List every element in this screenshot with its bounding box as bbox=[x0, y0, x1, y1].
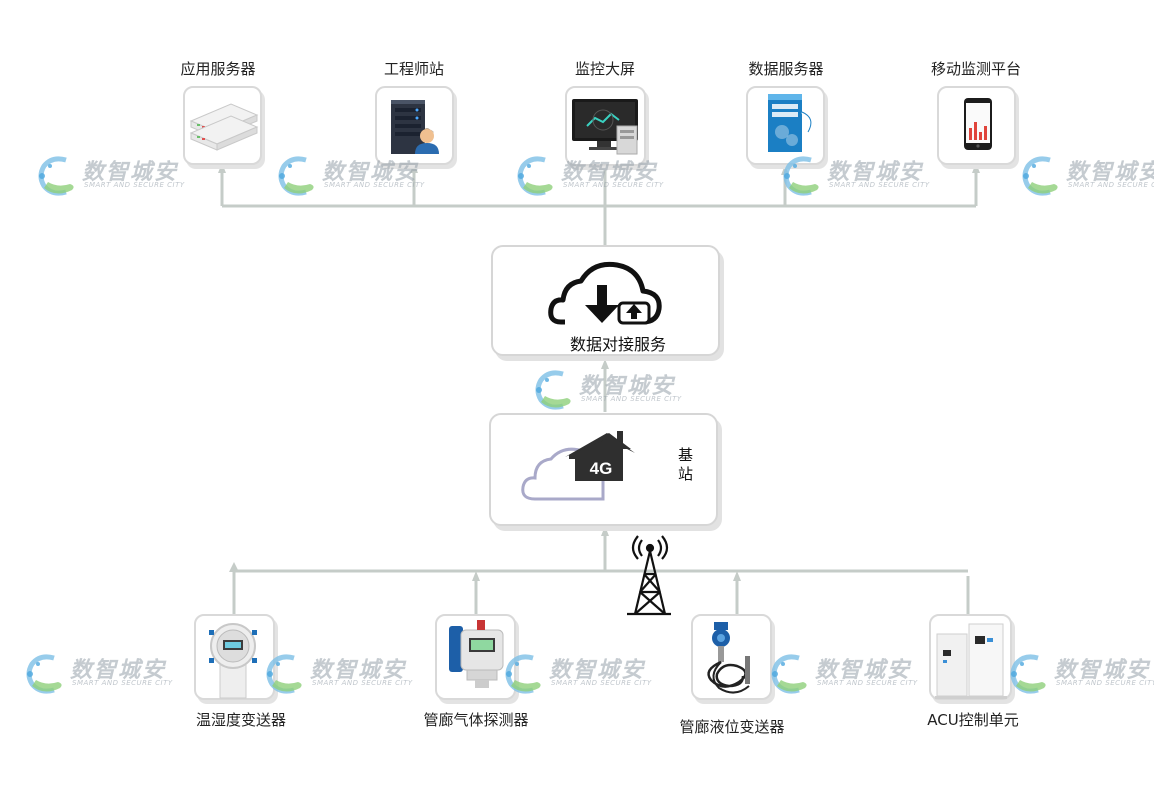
watermark-logo: 数智城安 SMART AND SECURE CITY bbox=[1020, 150, 1154, 200]
service-hub-label: 数据对接服务 bbox=[570, 335, 667, 354]
watermark-logo-icon bbox=[26, 654, 62, 694]
watermark-logo-icon bbox=[1010, 654, 1046, 694]
watermark-subtitle: SMART AND SECURE CITY bbox=[563, 181, 664, 189]
data-server-icon bbox=[768, 94, 813, 152]
watermark-subtitle: SMART AND SECURE CITY bbox=[829, 181, 930, 189]
watermark-logo-icon bbox=[783, 156, 819, 196]
watermark-title: 数智城安 bbox=[310, 658, 407, 683]
watermark-title: 数智城安 bbox=[82, 160, 179, 185]
watermark-title: 数智城安 bbox=[579, 374, 676, 399]
signal-tower-icon bbox=[627, 535, 671, 616]
watermark-logo: 数智城安 SMART AND SECURE CITY bbox=[781, 150, 929, 200]
watermark-title: 数智城安 bbox=[1054, 658, 1151, 683]
watermark-logo: 数智城安 SMART AND SECURE CITY bbox=[264, 648, 412, 698]
liquid-level-label: 管廊液位变送器 bbox=[679, 718, 785, 736]
watermark-subtitle: SMART AND SECURE CITY bbox=[312, 679, 413, 687]
workstation-user-icon bbox=[391, 100, 439, 154]
watermark-logo: 数智城安 SMART AND SECURE CITY bbox=[515, 150, 663, 200]
watermark-title: 数智城安 bbox=[70, 658, 167, 683]
base-station-label-1: 基 bbox=[678, 446, 694, 464]
app-server-label: 应用服务器 bbox=[180, 60, 256, 78]
mobile-platform-label: 移动监测平台 bbox=[930, 60, 1022, 78]
engineer-station-card[interactable] bbox=[375, 86, 454, 165]
watermark-logo: 数智城安 SMART AND SECURE CITY bbox=[769, 648, 917, 698]
watermark-subtitle: SMART AND SECURE CITY bbox=[581, 395, 682, 403]
watermark-logo-icon bbox=[517, 156, 553, 196]
watermark-logo-icon bbox=[266, 654, 302, 694]
watermark-logo-icon bbox=[505, 654, 541, 694]
monitor-screen-label: 监控大屏 bbox=[574, 60, 636, 78]
watermark-logo: 数智城安 SMART AND SECURE CITY bbox=[1008, 648, 1154, 698]
cloud-sync-icon bbox=[548, 261, 662, 325]
mobile-platform-card[interactable] bbox=[937, 86, 1016, 165]
cloud-house-4g-icon: 4G bbox=[521, 431, 635, 501]
watermark-logo: 数智城安 SMART AND SECURE CITY bbox=[503, 648, 651, 698]
gas-detector-icon bbox=[449, 620, 504, 688]
watermark-subtitle: SMART AND SECURE CITY bbox=[84, 181, 185, 189]
4g-badge: 4G bbox=[590, 459, 613, 478]
temp-humidity-card[interactable] bbox=[194, 614, 275, 700]
watermark-logo-icon bbox=[38, 156, 74, 196]
gas-detector-label: 管廊气体探测器 bbox=[423, 711, 529, 729]
temp-humidity-transmitter-icon bbox=[209, 623, 257, 699]
watermark-logo: 数智城安 SMART AND SECURE CITY bbox=[24, 648, 172, 698]
watermark-logo-icon bbox=[278, 156, 314, 196]
data-server-label: 数据服务器 bbox=[748, 60, 824, 78]
watermark-title: 数智城安 bbox=[561, 160, 658, 185]
watermark-title: 数智城安 bbox=[827, 160, 924, 185]
monitor-screen-icon bbox=[572, 99, 638, 155]
server-rack-icon bbox=[189, 103, 259, 151]
gas-detector-card[interactable] bbox=[435, 614, 516, 700]
base-station-label-2: 站 bbox=[678, 465, 694, 483]
watermark-subtitle: SMART AND SECURE CITY bbox=[817, 679, 918, 687]
data-server-card[interactable] bbox=[746, 86, 825, 165]
watermark-subtitle: SMART AND SECURE CITY bbox=[1056, 679, 1154, 687]
monitor-screen-card[interactable] bbox=[565, 86, 646, 166]
acu-unit-label: ACU控制单元 bbox=[927, 711, 1019, 729]
watermark-logo-icon bbox=[1022, 156, 1058, 196]
watermark-logo: 数智城安 SMART AND SECURE CITY bbox=[276, 150, 424, 200]
network-4g-hub[interactable]: 4G 基 站 bbox=[489, 413, 718, 616]
watermark-logo-icon bbox=[771, 654, 807, 694]
watermark-title: 数智城安 bbox=[1066, 160, 1154, 185]
control-cabinet-icon bbox=[935, 623, 1007, 699]
mobile-phone-chart-icon bbox=[964, 98, 992, 150]
temp-humidity-label: 温湿度变送器 bbox=[195, 711, 287, 729]
watermark-title: 数智城安 bbox=[815, 658, 912, 683]
liquid-level-transmitter-icon bbox=[707, 622, 750, 694]
engineer-station-label: 工程师站 bbox=[383, 60, 445, 78]
watermark-subtitle: SMART AND SECURE CITY bbox=[72, 679, 173, 687]
watermark-title: 数智城安 bbox=[549, 658, 646, 683]
watermark-subtitle: SMART AND SECURE CITY bbox=[1068, 181, 1154, 189]
app-server-card[interactable] bbox=[183, 86, 262, 165]
watermark-logo-icon bbox=[535, 370, 571, 410]
watermark-subtitle: SMART AND SECURE CITY bbox=[324, 181, 425, 189]
watermark-logo: 数智城安 SMART AND SECURE CITY bbox=[36, 150, 184, 200]
watermark-subtitle: SMART AND SECURE CITY bbox=[551, 679, 652, 687]
watermark-logo: 数智城安 SMART AND SECURE CITY bbox=[533, 364, 681, 414]
data-interface-service-hub[interactable]: 数据对接服务 bbox=[491, 245, 720, 356]
watermark-title: 数智城安 bbox=[322, 160, 419, 185]
liquid-level-card[interactable] bbox=[691, 614, 772, 700]
acu-unit-card[interactable] bbox=[929, 614, 1012, 700]
